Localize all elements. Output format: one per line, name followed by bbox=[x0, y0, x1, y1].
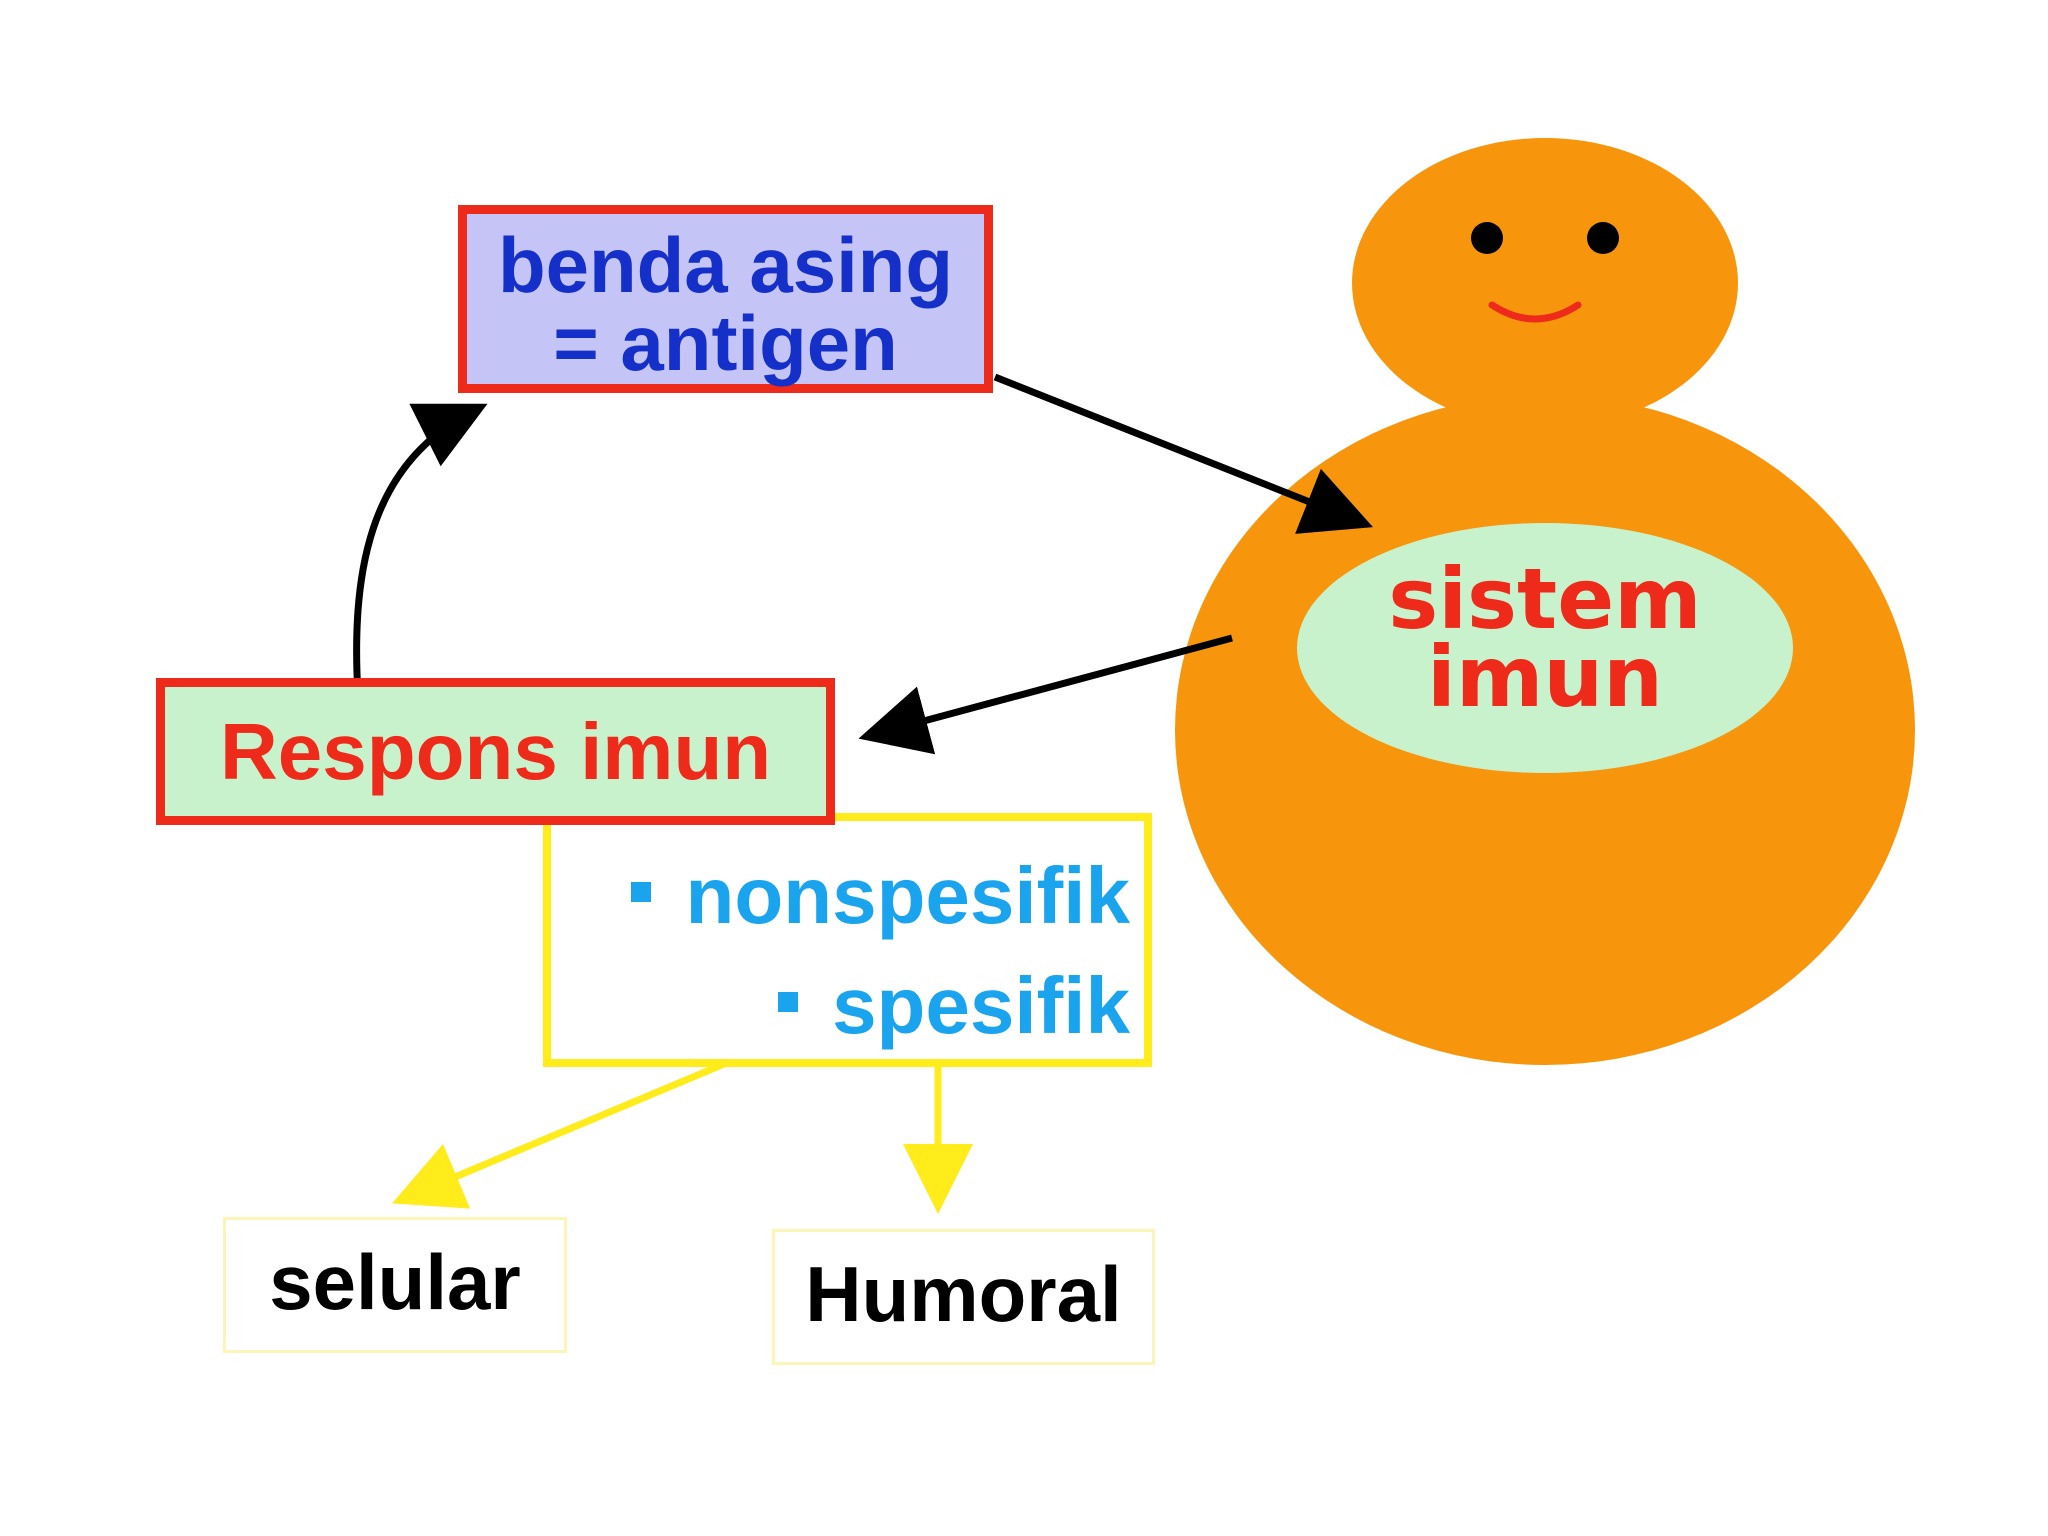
type-label-nonspesifik: nonspesifik bbox=[685, 851, 1130, 940]
right-eye-icon bbox=[1587, 222, 1619, 254]
system-label-line-2: imun bbox=[1427, 628, 1663, 726]
figure-head bbox=[1352, 138, 1738, 428]
type-item-nonspesifik: nonspesifik bbox=[631, 851, 1130, 941]
left-eye-icon bbox=[1471, 222, 1503, 254]
figure-belly bbox=[1297, 523, 1793, 773]
antigen-line-1: benda asing bbox=[497, 221, 954, 309]
type-item-spesifik: spesifik bbox=[778, 961, 1130, 1051]
selular-box: selular bbox=[223, 1217, 567, 1353]
bullet-icon bbox=[778, 991, 799, 1012]
immune-system-label: sistem imun bbox=[1330, 550, 1760, 726]
immune-response-box: Respons imun bbox=[156, 678, 835, 825]
antigen-box: benda asing = antigen bbox=[458, 205, 993, 393]
humoral-box: Humoral bbox=[772, 1229, 1155, 1365]
bullet-icon bbox=[631, 881, 652, 902]
selular-label: selular bbox=[269, 1238, 521, 1326]
smile-icon bbox=[1488, 301, 1582, 323]
system-label-line-1: sistem bbox=[1388, 550, 1702, 648]
response-label: Respons imun bbox=[220, 707, 772, 796]
arrow-system-to-response bbox=[858, 634, 1233, 755]
arrow-antigen-to-system bbox=[993, 373, 1374, 534]
response-types-box: nonspesifik spesifik bbox=[543, 813, 1152, 1067]
type-label-spesifik: spesifik bbox=[832, 961, 1130, 1050]
antigen-line-2: = antigen bbox=[553, 299, 898, 387]
arrow-response-to-antigen bbox=[353, 403, 488, 696]
humoral-label: Humoral bbox=[805, 1250, 1122, 1338]
